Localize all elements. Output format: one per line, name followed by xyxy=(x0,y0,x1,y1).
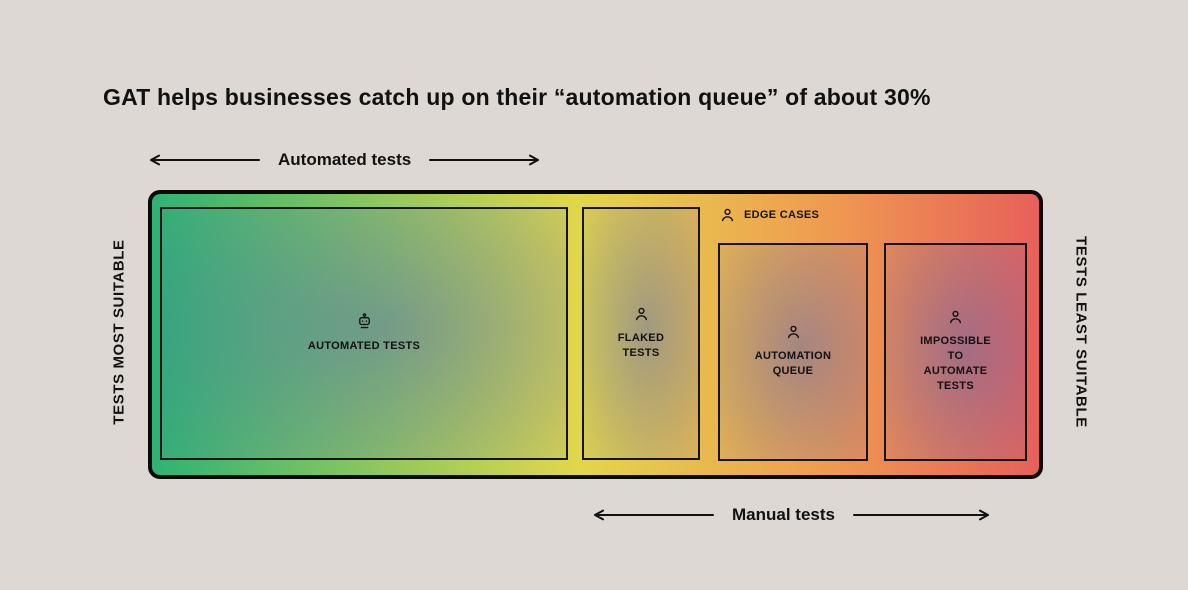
arrow-right-icon xyxy=(427,153,541,167)
impossible-to-automate-box: IMPOSSIBLE TO AUTOMATE TESTS xyxy=(884,243,1027,461)
page-title: GAT helps businesses catch up on their “… xyxy=(103,84,931,110)
box-label: AUTOMATED TESTS xyxy=(307,340,421,353)
box-label: AUTOMATION QUEUE xyxy=(754,350,832,377)
bottom-axis: Manual tests xyxy=(592,505,991,525)
bottom-axis-label: Manual tests xyxy=(732,505,835,524)
automated-tests-box: AUTOMATED TESTS xyxy=(160,207,568,460)
person-icon xyxy=(948,310,963,325)
top-axis: Automated tests xyxy=(148,150,541,170)
flaked-tests-box: FLAKED TESTS xyxy=(582,207,700,460)
person-icon xyxy=(720,208,735,223)
arrow-right-icon xyxy=(851,508,991,522)
person-icon xyxy=(786,325,801,340)
left-axis-label: TESTS MOST SUITABLE xyxy=(110,239,128,425)
arrow-left-icon xyxy=(592,508,716,522)
box-label: FLAKED TESTS xyxy=(617,331,665,359)
edge-cases-callout: EDGE CASES xyxy=(720,208,819,223)
top-axis-label: Automated tests xyxy=(278,150,412,169)
robot-icon xyxy=(356,313,373,330)
person-icon xyxy=(634,307,649,322)
test-suitability-gradient-panel: AUTOMATED TESTS FLAKED TESTS EDGE CASES xyxy=(148,190,1043,479)
box-label: IMPOSSIBLE TO AUTOMATE TESTS xyxy=(920,335,991,392)
edge-cases-label: EDGE CASES xyxy=(744,209,820,222)
automation-queue-box: AUTOMATION QUEUE xyxy=(718,243,868,461)
right-axis-label: TESTS LEAST SUITABLE xyxy=(1072,236,1090,428)
arrow-left-icon xyxy=(148,153,262,167)
